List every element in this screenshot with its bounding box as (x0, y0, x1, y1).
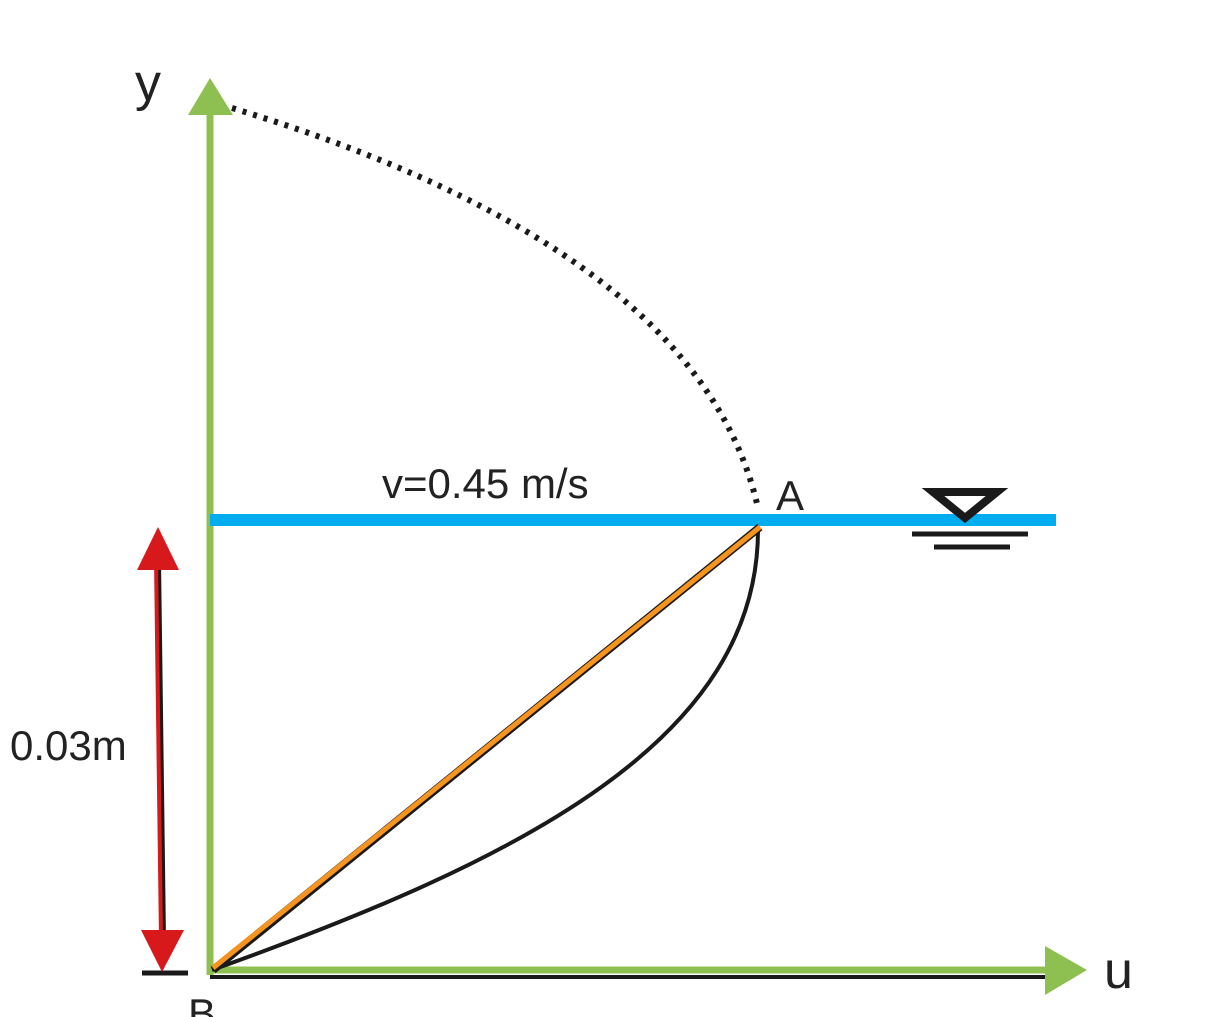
point-b-label: B (188, 990, 216, 1017)
water-level-symbol-icon (912, 488, 1028, 550)
u-axis-label: u (1104, 942, 1133, 1000)
dotted-parabola-curve (231, 105, 761, 509)
depth-label: 0.03m (10, 722, 127, 769)
linear-velocity-profile-fill (211, 525, 762, 970)
u-axis-arrowhead (1045, 946, 1087, 995)
velocity-label: v=0.45 m/s (382, 460, 589, 507)
point-a-label: A (776, 472, 804, 519)
depth-dimension-arrow (137, 527, 184, 972)
y-axis-label: y (135, 54, 161, 112)
y-axis-arrowhead (188, 78, 233, 115)
curved-velocity-profile (211, 526, 761, 972)
